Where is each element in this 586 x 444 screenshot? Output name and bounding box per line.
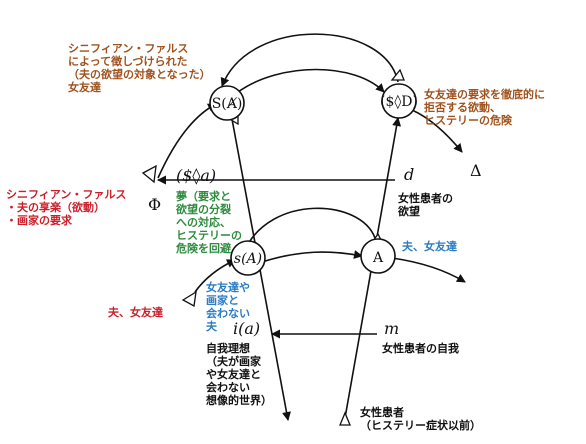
upper-loop-arc-inner — [237, 68, 385, 93]
math-d: d — [404, 165, 415, 184]
label-dream: 夢（要求と 欲望の分裂 への対応、 ヒステリーの 危険を回避 — [176, 190, 242, 255]
label-patient-desire: 女性患者の 欲望 — [398, 192, 453, 218]
upper-loop-arc-top — [220, 33, 399, 87]
math-i-a: i(a) — [233, 319, 261, 338]
upper-main-arc-right — [411, 109, 463, 153]
node-circle-s-a — [230, 240, 266, 276]
node-circle-s-lozenge-d — [381, 83, 417, 119]
math-m: m — [384, 319, 400, 338]
upper-main-arc-left — [157, 103, 217, 179]
label-husband-friend-right: 夫、女友達 — [402, 240, 457, 253]
label-phallus-friend: シニフィアン・ファルス によって徴しづけられた （夫の欲望の対象となった） 女友… — [68, 42, 211, 94]
node-a: A — [372, 250, 384, 266]
label-husband-friend-left: 夫、女友達 — [108, 306, 163, 319]
label-ego-ideal: 自我理想 （夫が画家 や女友達と 会わない 想像的世界） — [206, 342, 272, 407]
node-circle-s-barred-a — [209, 85, 245, 121]
label-patient-ego: 女性患者の自我 — [382, 342, 459, 355]
triangle-mark-bottom — [339, 411, 351, 426]
node-circle-a — [360, 238, 396, 274]
lower-main-arc-right — [391, 257, 466, 283]
triangle-mark-left-lower — [181, 290, 197, 308]
triangle-mark-left-upper — [141, 164, 157, 184]
label-friend-refusal: 女友達の要求を徹底的に 拒否する欲動、 ヒステリーの危険 — [424, 88, 545, 127]
math-fantasy: ($◊a) — [176, 166, 217, 185]
label-patient: 女性患者 （ヒステリー症状以前） — [360, 406, 481, 432]
lower-main-arc-middle — [261, 250, 363, 263]
math-phi: Φ — [148, 195, 162, 214]
label-no-meeting: 女友達や 画家と 会わない 夫 — [206, 281, 250, 333]
math-delta: Δ — [470, 161, 482, 180]
node-s-lozenge-d: ($◊D) — [380, 94, 418, 110]
triangle-mark-sd-top — [390, 68, 405, 81]
lower-loop-arc — [244, 207, 376, 251]
node-s-a: s(A) — [234, 251, 262, 267]
label-phallus-husband: シニフィアン・ファルス ・夫の享楽（欲動） ・画家の要求 — [6, 188, 127, 227]
node-s-barred-a: S(Ⱥ) — [212, 96, 243, 112]
